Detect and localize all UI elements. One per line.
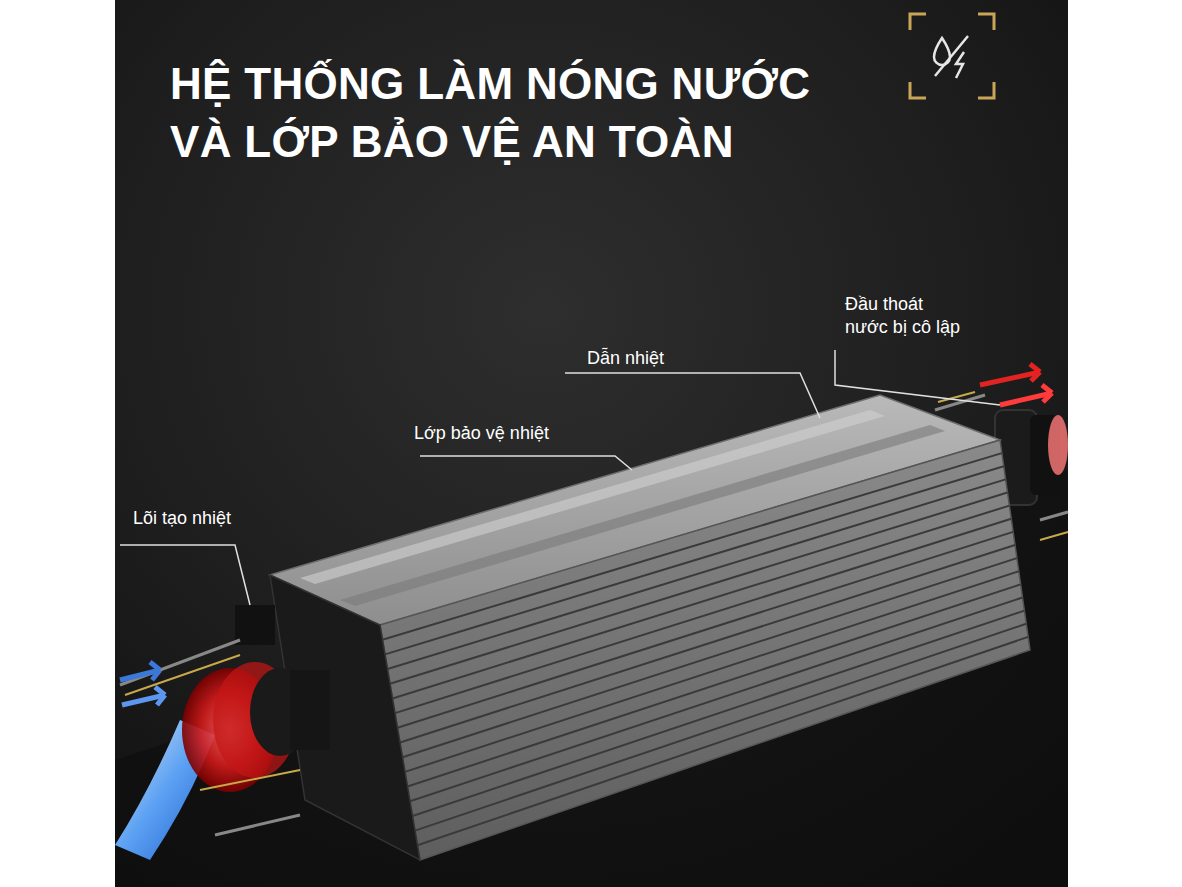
heater-body [235,395,1030,860]
water-electric-icon [910,14,994,98]
title: HỆ THỐNG LÀM NÓNG NƯỚC VÀ LỚP BẢO VỆ AN … [170,55,830,171]
water-electric-symbol [934,36,968,78]
cooling-fin [388,479,1006,669]
part-label: Dẫn nhiệt [587,347,664,370]
cooling-fin [385,466,1004,654]
leader-lines [120,350,1000,605]
part-label: Lớp bảo vệ nhiệt [414,422,549,445]
cooling-fin [383,453,1002,640]
cooling-fin [390,493,1008,684]
background-panel [115,0,1068,887]
cooling-fin [418,637,1029,845]
cooling-fin [398,532,1014,728]
inlet-fitting [115,640,330,860]
cooling-fin [415,624,1026,831]
cooling-fin [408,584,1021,786]
cooling-fin [395,519,1011,713]
cooling-fin [393,506,1010,699]
part-label: Lõi tạo nhiệt [133,507,231,530]
cooling-fin [413,611,1025,816]
cooling-fin [410,598,1023,802]
part-label: Đầu thoát nước bị cô lập [845,293,963,339]
